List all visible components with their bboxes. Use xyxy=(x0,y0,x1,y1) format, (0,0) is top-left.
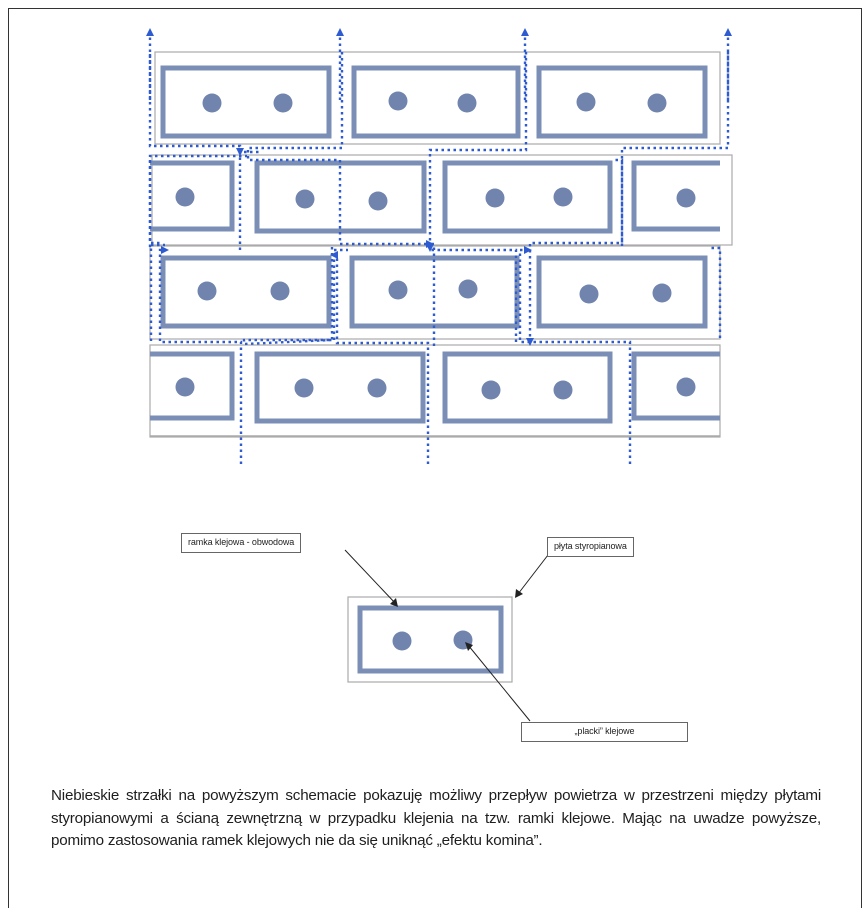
airflow-arrow xyxy=(430,248,518,342)
glue-dab xyxy=(481,380,501,400)
airflow-arrow xyxy=(238,150,262,250)
legend-glue-frame xyxy=(357,605,504,674)
glue-frame xyxy=(160,65,332,139)
airflow-arrow xyxy=(158,246,243,464)
caption-text: Niebieskie strzałki na powyższym schemac… xyxy=(51,787,821,849)
legend-board xyxy=(347,596,513,683)
airflow-arrow xyxy=(330,251,430,464)
pointer-line-board xyxy=(517,554,549,595)
glue-dab xyxy=(676,377,696,397)
glue-dab xyxy=(458,279,478,299)
glue-dab xyxy=(647,93,667,113)
legend-glue-dab xyxy=(392,631,412,651)
glue-frame-partial xyxy=(631,160,720,232)
glue-frame xyxy=(254,351,426,424)
airflow-arrow xyxy=(148,154,247,247)
glue-dab xyxy=(553,380,573,400)
glue-dab xyxy=(368,191,388,211)
glue-frame xyxy=(442,160,613,234)
glue-dab xyxy=(294,378,314,398)
glue-frame-partial xyxy=(150,160,235,232)
glue-dab xyxy=(553,187,573,207)
glue-frame xyxy=(536,65,708,139)
glue-frame xyxy=(442,351,613,424)
label-board: płyta styropianowa xyxy=(547,537,634,557)
glue-dabs xyxy=(175,91,696,400)
glue-dab xyxy=(485,188,505,208)
glue-dab xyxy=(457,93,477,113)
label-glue-frame: ramka klejowa - obwodowa xyxy=(181,533,302,553)
airflow-arrow xyxy=(242,247,334,346)
glue-dab xyxy=(270,281,290,301)
glue-frame-partial xyxy=(631,351,720,421)
glue-frame-partial xyxy=(150,351,235,421)
glue-dab xyxy=(175,187,195,207)
pointer-arrowhead xyxy=(465,642,473,651)
airflow-arrow xyxy=(422,242,436,346)
airflow-arrow xyxy=(426,52,528,252)
styrofoam-board-outline xyxy=(154,51,721,145)
glue-dab xyxy=(295,189,315,209)
styrofoam-boards xyxy=(149,51,733,438)
airflow-arrow xyxy=(710,246,722,338)
glue-dab xyxy=(202,93,222,113)
glue-dab xyxy=(388,91,408,111)
pointer-arrowhead xyxy=(390,598,398,607)
glue-dab xyxy=(197,281,217,301)
pointer-line-frame xyxy=(344,549,397,605)
glue-frame xyxy=(536,255,708,329)
glue-dab xyxy=(579,284,599,304)
pointer-line-dabs xyxy=(467,644,531,722)
glue-frame xyxy=(351,65,521,139)
airflow-arrows xyxy=(146,28,732,464)
airflow-arrow xyxy=(332,248,348,340)
glue-dab xyxy=(576,92,596,112)
pointer-arrowhead xyxy=(515,589,523,598)
glue-dab xyxy=(175,377,195,397)
glue-dab xyxy=(367,378,387,398)
glue-frame xyxy=(160,255,332,329)
glue-dab xyxy=(652,283,672,303)
label-glue-dabs: „placki” klejowe xyxy=(521,722,688,742)
legend-diagram xyxy=(344,549,549,722)
airflow-arrow xyxy=(526,52,730,346)
styrofoam-board-outline xyxy=(151,154,733,246)
airflow-arrow xyxy=(149,243,165,341)
glue-frame xyxy=(254,160,427,234)
airflow-arrow xyxy=(246,52,434,248)
glue-dab xyxy=(676,188,696,208)
airflow-arrow xyxy=(612,158,624,246)
glue-frames xyxy=(150,65,720,424)
glue-dab xyxy=(273,93,293,113)
glue-dab xyxy=(388,280,408,300)
page-frame xyxy=(8,8,862,908)
